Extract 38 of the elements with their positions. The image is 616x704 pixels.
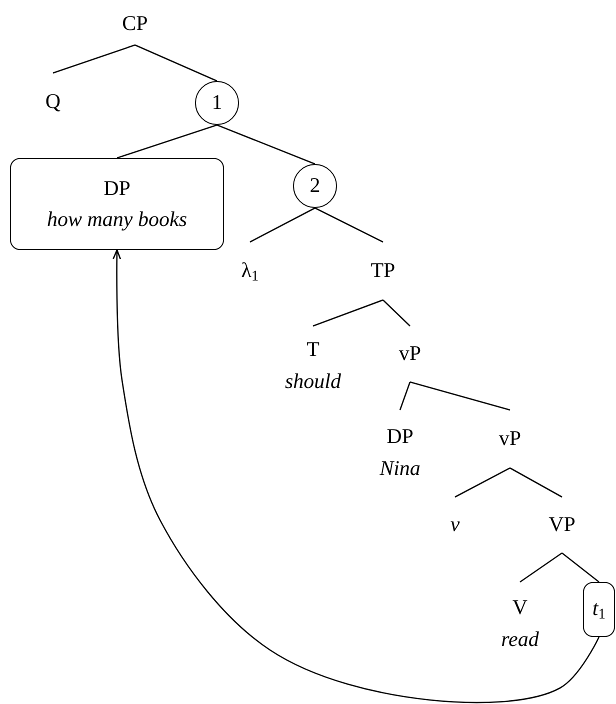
category-label: v	[450, 511, 460, 538]
word-label: read	[501, 626, 539, 652]
category-label: DP	[104, 174, 130, 202]
category-label: 2	[310, 172, 320, 200]
circled-number	[293, 164, 337, 208]
category-label: VP	[548, 511, 576, 538]
tree-branch	[216, 124, 316, 165]
tree-branch	[399, 382, 411, 410]
word-label: should	[284, 368, 341, 394]
category-label: 1	[212, 89, 222, 116]
tree-branch	[314, 207, 384, 243]
tree-branch	[562, 552, 600, 583]
tree-branch	[52, 44, 136, 74]
category-label: CP	[122, 10, 148, 37]
tree-branch	[250, 207, 316, 243]
tree-branch	[312, 299, 384, 327]
category-label: vP	[498, 425, 522, 452]
category-label: DP	[386, 423, 414, 450]
category-label: TP	[370, 257, 396, 284]
category-label: Q	[45, 88, 61, 115]
word-label: how many books	[47, 206, 187, 233]
category-label: T	[306, 336, 320, 363]
movement-arrow	[112, 249, 600, 704]
circled-number	[195, 81, 239, 125]
tree-branch	[454, 467, 510, 498]
category-label: λ$_{1}$	[241, 256, 259, 286]
rounded-box	[10, 158, 224, 250]
rounded-box	[583, 582, 615, 637]
tree-branch	[382, 300, 410, 326]
tree-branch	[116, 124, 218, 159]
tree-branch	[520, 552, 562, 583]
tree-branch	[134, 44, 218, 82]
tree-branch	[410, 381, 510, 411]
category-label: vP	[398, 340, 422, 368]
category-label: V	[512, 594, 528, 621]
category-label: t$_{1}$	[592, 595, 606, 625]
tree-branch	[510, 467, 562, 498]
word-label: Nina	[380, 454, 420, 482]
